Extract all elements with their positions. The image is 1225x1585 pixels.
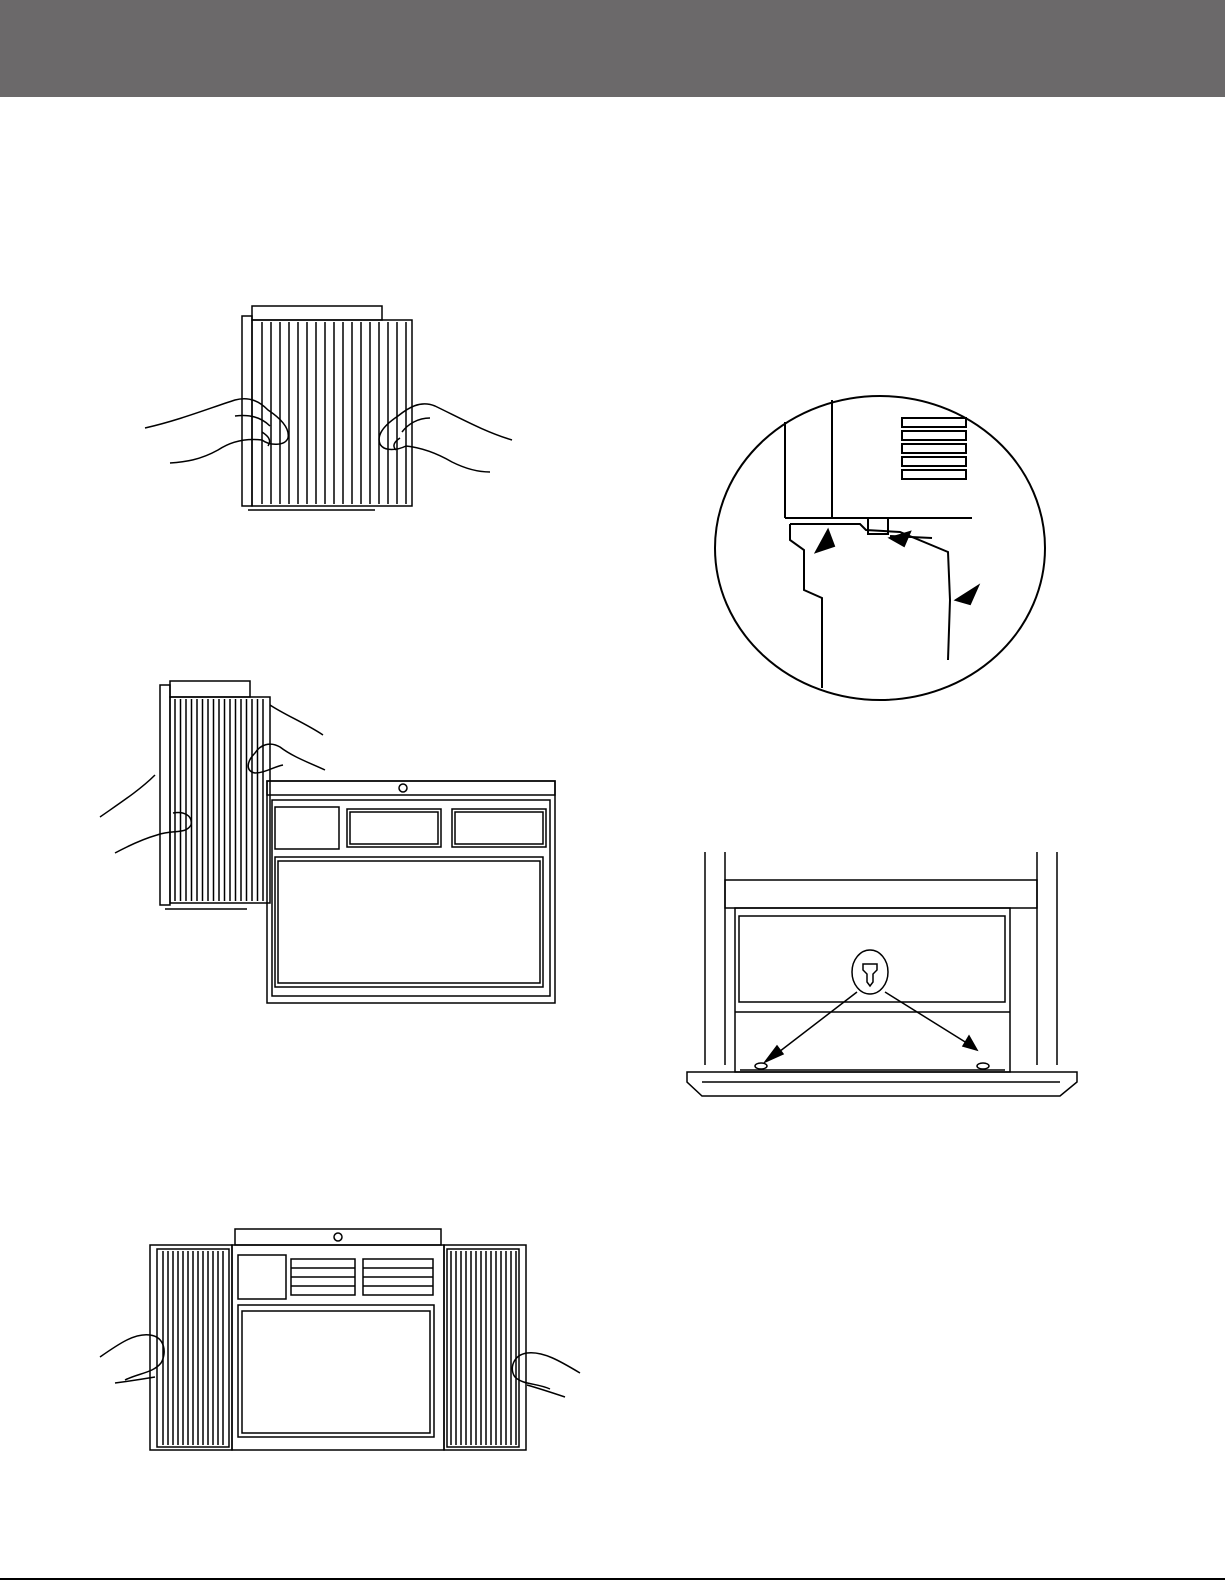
slide-panel-into-unit-figure — [95, 675, 565, 1015]
sill-bracket-detail-figure — [710, 390, 1055, 710]
window-installation-screws-figure — [685, 850, 1080, 1100]
header-bar — [0, 0, 1225, 97]
extended-panels-unit-figure — [95, 1225, 585, 1465]
footer-rule — [0, 1578, 1225, 1580]
side-panel-hands-figure — [140, 300, 520, 520]
